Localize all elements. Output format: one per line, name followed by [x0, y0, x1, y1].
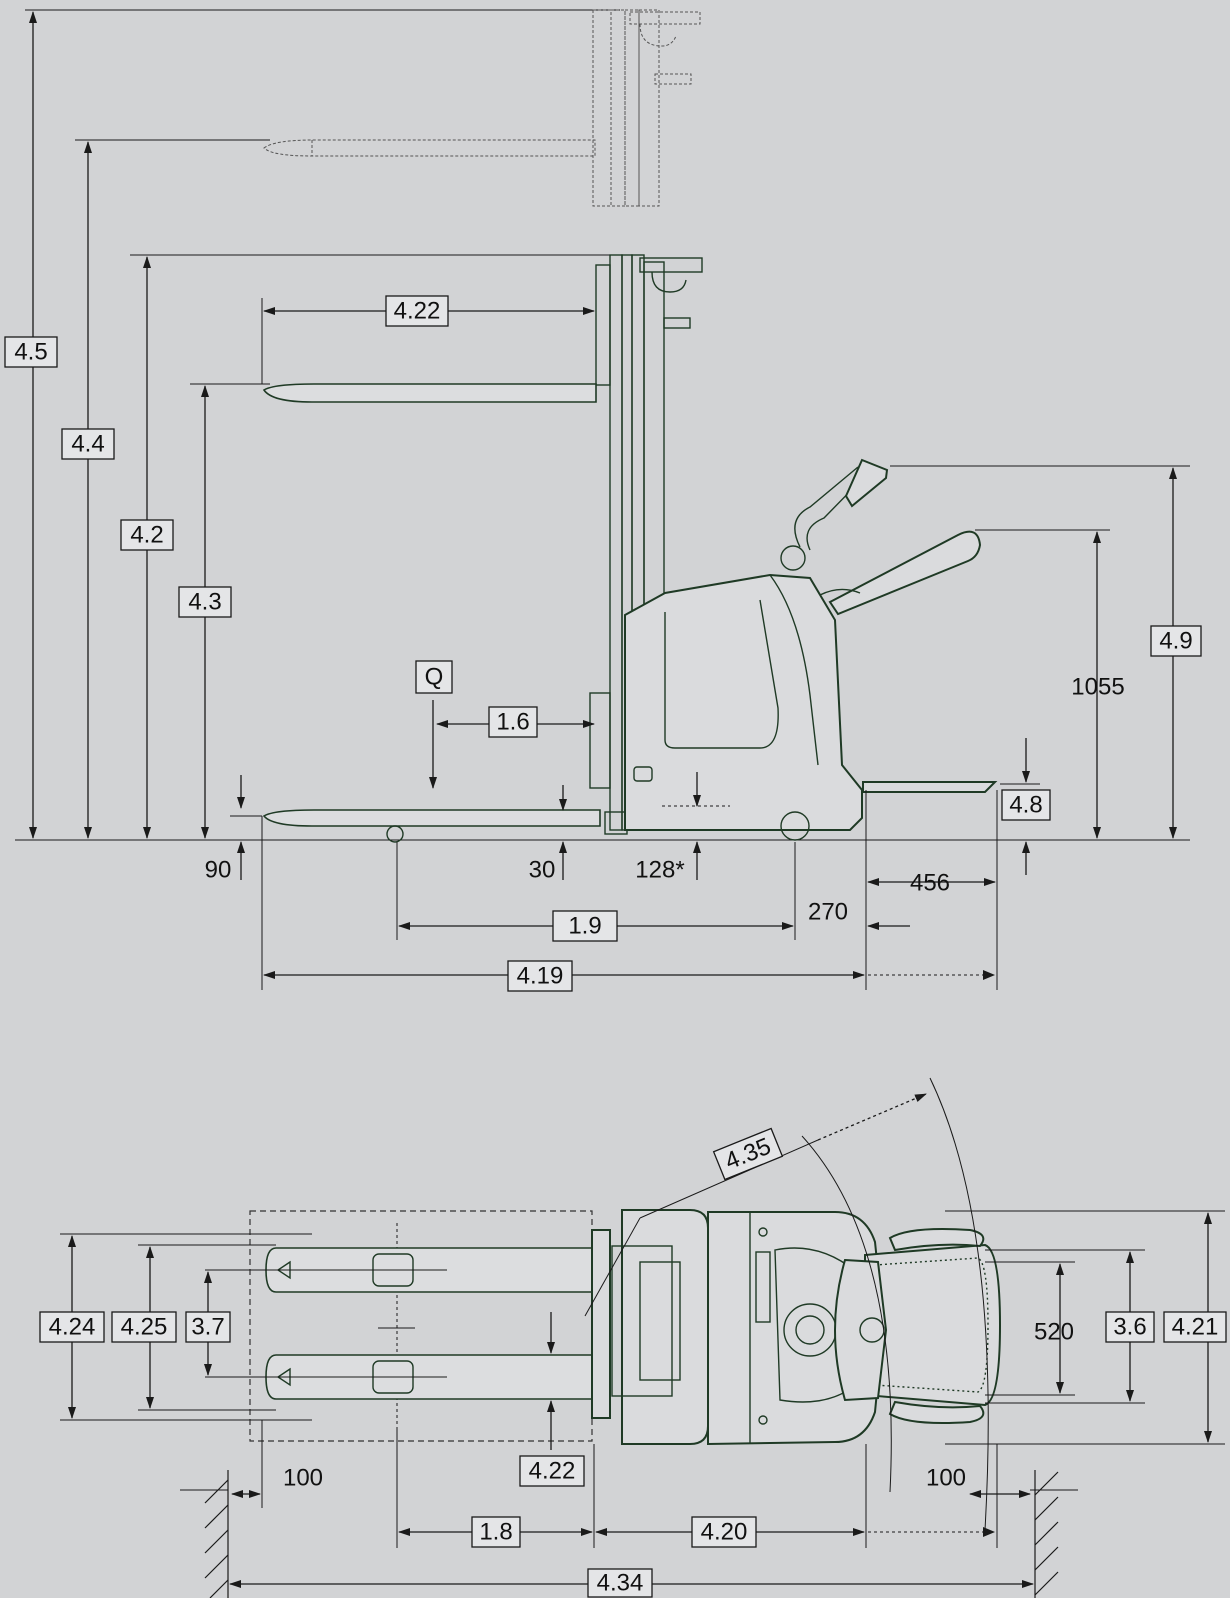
- svg-text:3.6: 3.6: [1113, 1314, 1146, 1341]
- label-4-20: 4.20: [691, 1516, 757, 1548]
- label-4-3: 4.3: [178, 586, 232, 618]
- label-4-2: 4.2: [120, 519, 174, 551]
- svg-text:1.6: 1.6: [496, 709, 529, 736]
- fork-raised: [262, 383, 597, 403]
- svg-text:4.5: 4.5: [14, 339, 47, 366]
- value-128: 128*: [635, 857, 684, 884]
- svg-text:4.8: 4.8: [1009, 792, 1042, 819]
- mast: [589, 254, 703, 835]
- svg-text:4.9: 4.9: [1159, 628, 1192, 655]
- value-100-left: 100: [283, 1465, 323, 1492]
- value-270: 270: [808, 899, 848, 926]
- label-4-21: 4.21: [1163, 1311, 1227, 1343]
- label-4-22-side: 4.22: [385, 295, 449, 327]
- value-520: 520: [1034, 1319, 1074, 1346]
- tiller-arm: [828, 530, 982, 616]
- label-1-9: 1.9: [552, 910, 618, 942]
- svg-text:4.22: 4.22: [529, 1458, 576, 1485]
- svg-text:Q: Q: [425, 664, 444, 691]
- operator-platform: [862, 781, 998, 793]
- pallet-outline: [249, 1210, 593, 1442]
- load-wheel: [386, 825, 404, 843]
- label-4-8: 4.8: [1001, 789, 1051, 821]
- label-3-6: 3.6: [1105, 1311, 1155, 1343]
- svg-text:4.2: 4.2: [130, 522, 163, 549]
- svg-text:4.3: 4.3: [188, 589, 221, 616]
- label-4-25: 4.25: [111, 1311, 177, 1343]
- label-3-7: 3.7: [185, 1311, 231, 1343]
- svg-text:4.4: 4.4: [71, 431, 104, 458]
- value-30: 30: [529, 857, 556, 884]
- side-view: 4.5 4.4 4.2 4.3 4.22 Q 1.6 4.9 4.8 1.9 4…: [4, 9, 1202, 992]
- svg-text:4.21: 4.21: [1172, 1314, 1219, 1341]
- svg-text:4.19: 4.19: [517, 963, 564, 990]
- label-4-22-top: 4.22: [519, 1455, 585, 1487]
- label-q: Q: [415, 660, 453, 694]
- label-4-24: 4.24: [39, 1311, 105, 1343]
- svg-text:4.20: 4.20: [701, 1519, 748, 1546]
- svg-text:4.25: 4.25: [121, 1314, 168, 1341]
- svg-text:1.9: 1.9: [568, 913, 601, 940]
- label-4-35: 4.35: [712, 1127, 784, 1181]
- tiller-head: [844, 458, 889, 508]
- value-456: 456: [910, 870, 950, 897]
- fork-lowered: [262, 809, 601, 827]
- truck-body: [624, 458, 998, 841]
- svg-text:3.7: 3.7: [191, 1314, 224, 1341]
- label-4-9: 4.9: [1150, 625, 1202, 657]
- svg-text:4.24: 4.24: [49, 1314, 96, 1341]
- svg-text:1.8: 1.8: [479, 1519, 512, 1546]
- drive-wheel: [780, 811, 810, 841]
- wall-right: [1030, 1470, 1078, 1598]
- svg-text:4.34: 4.34: [597, 1570, 644, 1597]
- label-1-6: 1.6: [488, 706, 538, 738]
- label-4-34: 4.34: [587, 1568, 653, 1598]
- svg-text:4.22: 4.22: [394, 298, 441, 325]
- label-1-8: 1.8: [471, 1516, 521, 1548]
- label-4-4: 4.4: [61, 428, 115, 460]
- truck-body-top: [591, 1209, 1002, 1446]
- platform-top: [864, 1243, 1002, 1407]
- label-4-19: 4.19: [507, 960, 573, 992]
- value-90: 90: [205, 857, 232, 884]
- value-100-right: 100: [926, 1465, 966, 1492]
- value-1055: 1055: [1071, 674, 1124, 701]
- top-view: 4.35 4.24 4.25 3.7 3.6 4.21 4.22 1.8 4.2…: [39, 1077, 1227, 1598]
- raised-mast-ghost: [263, 9, 701, 207]
- wall-left: [180, 1470, 229, 1598]
- label-4-5: 4.5: [4, 336, 58, 368]
